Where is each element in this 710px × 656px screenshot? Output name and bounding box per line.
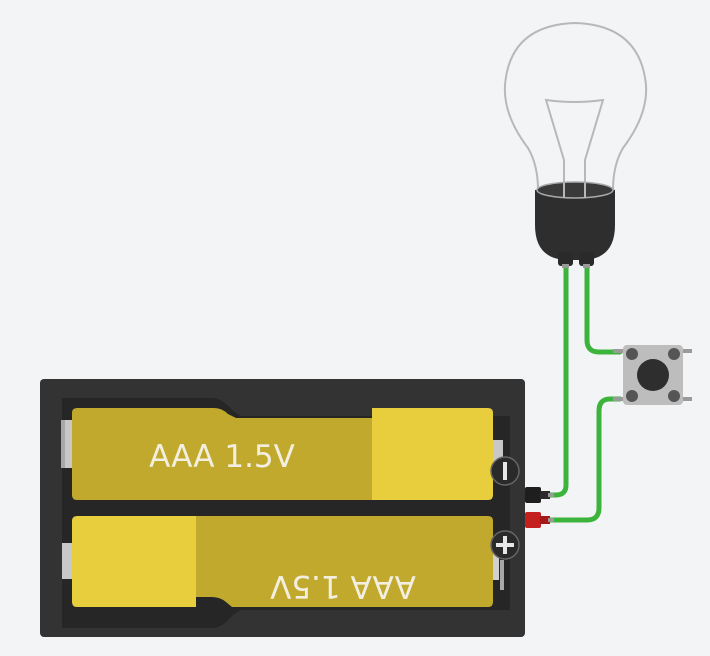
negative-terminal-icon (490, 456, 520, 486)
pushbutton-cap[interactable] (637, 359, 669, 391)
battery-cell-bottom[interactable]: AAA 1.5V (62, 516, 504, 607)
bulb-terminal-right[interactable] (579, 252, 594, 266)
positive-terminal-icon (490, 530, 520, 560)
wire-bulb-to-button[interactable] (584, 259, 623, 355)
pushbutton-pin-bl[interactable] (626, 390, 638, 402)
bulb-terminal-left[interactable] (558, 252, 573, 266)
negative-lead[interactable] (525, 487, 554, 503)
wire-button-to-positive[interactable] (545, 396, 623, 523)
battery-cell-top-label: AAA 1.5V (149, 439, 295, 475)
bulb-base-rim (536, 181, 614, 199)
pushbutton-pin-br[interactable] (668, 390, 680, 402)
battery-pack[interactable]: AAA 1.5V AAA 1.5V (40, 379, 554, 637)
wire-negative-to-bulb[interactable] (545, 259, 569, 498)
bulb-glass (503, 21, 648, 191)
pushbutton-pin-tl[interactable] (626, 348, 638, 360)
pushbutton-pin-tr[interactable] (668, 348, 680, 360)
bulb-filament (544, 98, 605, 200)
bulb-base (535, 184, 615, 260)
wires (545, 259, 623, 523)
battery-cell-bottom-label: AAA 1.5V (270, 568, 416, 604)
positive-lead[interactable] (525, 512, 554, 528)
pushbutton[interactable] (613, 345, 692, 405)
light-bulb[interactable] (503, 21, 648, 268)
battery-cell-top[interactable]: AAA 1.5V (61, 408, 503, 500)
